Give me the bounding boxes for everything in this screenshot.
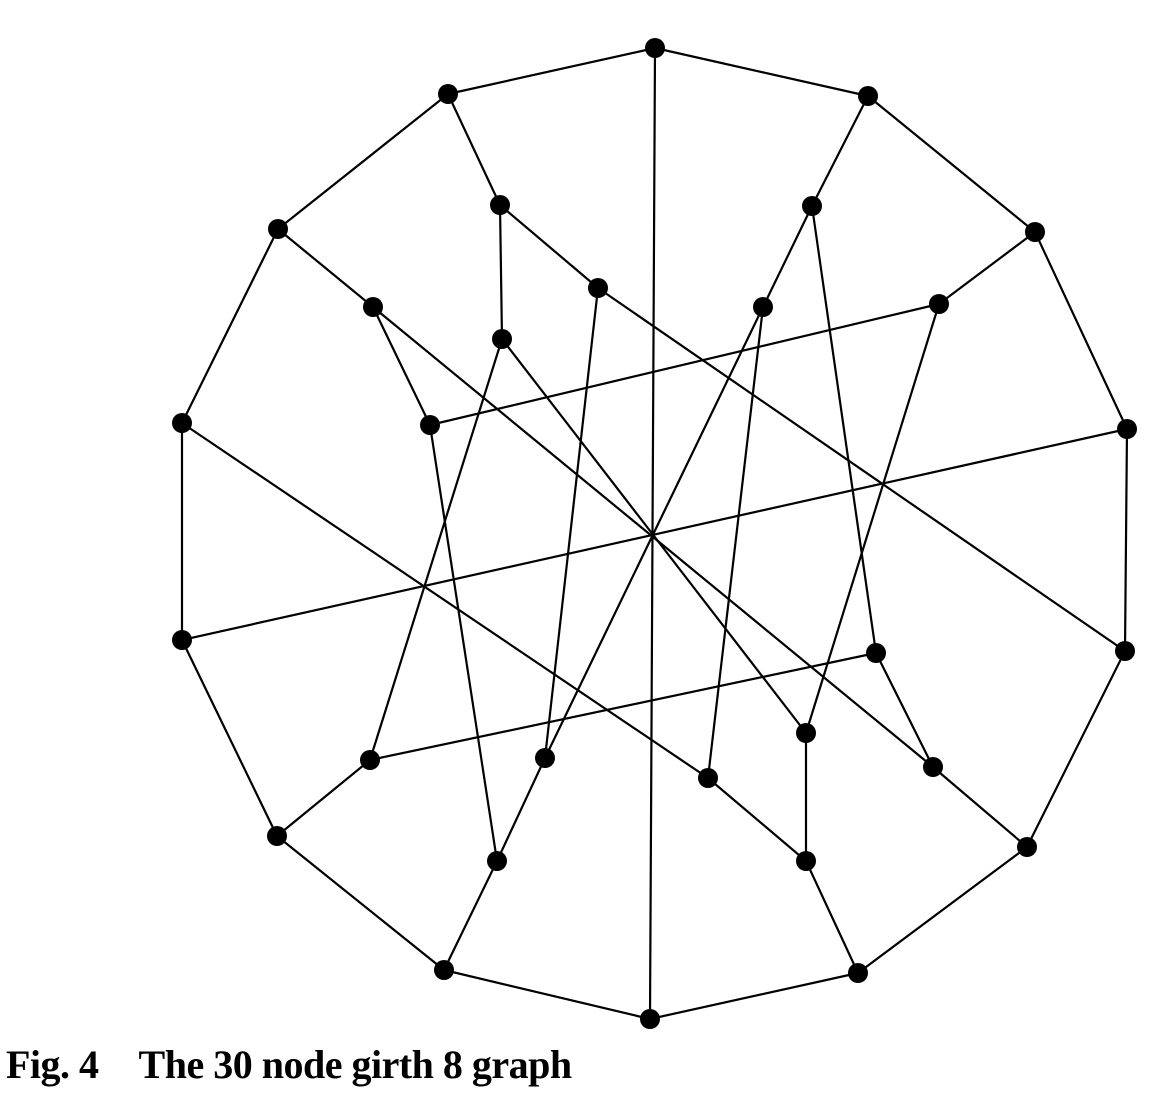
graph-edge: [368, 337, 504, 762]
graph-edge: [761, 204, 814, 309]
graph-edge: [810, 94, 870, 208]
graph-edge: [275, 834, 446, 972]
graph-node: [796, 851, 816, 871]
graph-edge: [856, 845, 1029, 975]
graph-node: [753, 297, 773, 317]
graph-node: [698, 768, 718, 788]
graph-edge: [1025, 649, 1127, 849]
graph-edge: [706, 305, 765, 780]
graph-node: [923, 757, 943, 777]
graph-node: [172, 413, 192, 433]
graph-edge: [180, 421, 710, 780]
graph-edges: [180, 46, 1129, 1021]
graph-node: [1115, 641, 1135, 661]
graph-edge: [1123, 427, 1129, 653]
graph-node: [420, 415, 440, 435]
graph-node: [640, 1009, 660, 1029]
graph-node: [796, 723, 816, 743]
graph-edge: [180, 427, 1129, 642]
graph-node: [267, 826, 287, 846]
graph-edge: [706, 776, 808, 863]
graph-node: [434, 960, 454, 980]
graph-edge: [810, 204, 878, 655]
graph-edge: [1033, 230, 1129, 431]
graph-edge: [874, 651, 935, 769]
graph-edge: [276, 92, 450, 231]
graph-node: [1117, 419, 1137, 439]
graph-edge: [276, 227, 375, 309]
graph-node: [1025, 222, 1045, 242]
graph-edge: [653, 46, 870, 98]
graph-edge: [446, 92, 502, 207]
graph-edge: [937, 230, 1037, 306]
graph-node: [487, 851, 507, 871]
graph-node: [866, 643, 886, 663]
graph-edge: [498, 203, 504, 341]
graph-edge: [543, 286, 600, 760]
graph-node: [490, 195, 510, 215]
graph-node: [588, 278, 608, 298]
graph-edge: [371, 305, 432, 427]
graph-edge: [442, 859, 499, 972]
graph-edge: [500, 337, 808, 735]
graph-edge: [804, 302, 941, 735]
graph-edge: [442, 968, 652, 1021]
graph-edge: [368, 651, 878, 762]
graph-node: [802, 196, 822, 216]
graph-node: [363, 297, 383, 317]
graph-node: [360, 750, 380, 770]
graph-edge: [596, 286, 1127, 653]
figure-label: Fig. 4: [6, 1042, 99, 1087]
graph-node: [438, 84, 458, 104]
graph-nodes: [172, 38, 1137, 1029]
graph-edge: [648, 971, 860, 1021]
graph-node: [172, 630, 192, 650]
graph-node: [1017, 837, 1037, 857]
graph-edge: [804, 859, 860, 975]
figure-caption: Fig. 4 The 30 node girth 8 graph: [6, 1042, 572, 1088]
graph-edge: [931, 765, 1029, 849]
figure-title: The 30 node girth 8 graph: [138, 1042, 573, 1087]
graph-node: [858, 86, 878, 106]
graph-edge: [495, 756, 547, 863]
graph-node: [535, 748, 555, 768]
graph-edge: [866, 94, 1037, 234]
graph-node: [492, 329, 512, 349]
graph-edge: [428, 423, 499, 863]
graph-edge: [446, 46, 657, 96]
graph-edge: [428, 302, 941, 427]
graph-edge: [543, 305, 765, 760]
graph-node: [848, 963, 868, 983]
graph-edge: [498, 203, 600, 290]
graph-edge: [180, 638, 279, 838]
graph-node: [268, 219, 288, 239]
graph-edge: [275, 758, 372, 838]
graph-node: [929, 294, 949, 314]
graph-edge: [180, 227, 280, 425]
graph-node: [645, 38, 665, 58]
